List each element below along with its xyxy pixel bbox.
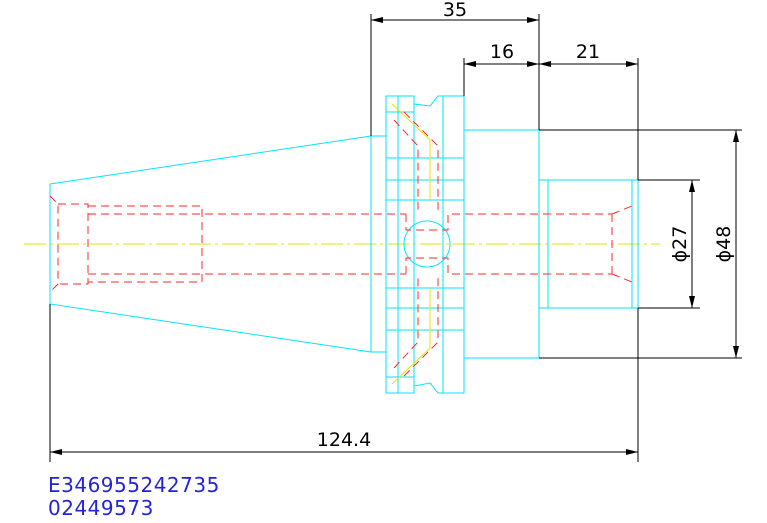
body-outline bbox=[463, 129, 639, 359]
hidden-bore-lines bbox=[49, 111, 633, 377]
dimension-35: 35 bbox=[370, 0, 540, 136]
dimension-phi48: ϕ48 bbox=[539, 129, 742, 359]
dimension-124-4: 124.4 bbox=[49, 304, 639, 462]
drive-slot-circle bbox=[403, 220, 451, 268]
identifier-code-2: 02449573 bbox=[48, 496, 154, 520]
dim-text-21: 21 bbox=[576, 41, 600, 63]
dimension-21: 21 bbox=[539, 41, 639, 180]
dim-text-35: 35 bbox=[443, 0, 467, 21]
dimension-16: 16 bbox=[463, 41, 539, 96]
dim-text-phi27: ϕ27 bbox=[669, 226, 691, 263]
dim-text-16: 16 bbox=[490, 41, 514, 63]
dim-text-phi48: ϕ48 bbox=[713, 226, 735, 263]
dimension-phi27: ϕ27 bbox=[638, 179, 700, 309]
identifier-code-1: E346955242735 bbox=[48, 473, 220, 497]
identifier-block: E346955242735 02449573 bbox=[48, 474, 220, 520]
dim-text-124-4: 124.4 bbox=[317, 429, 371, 451]
